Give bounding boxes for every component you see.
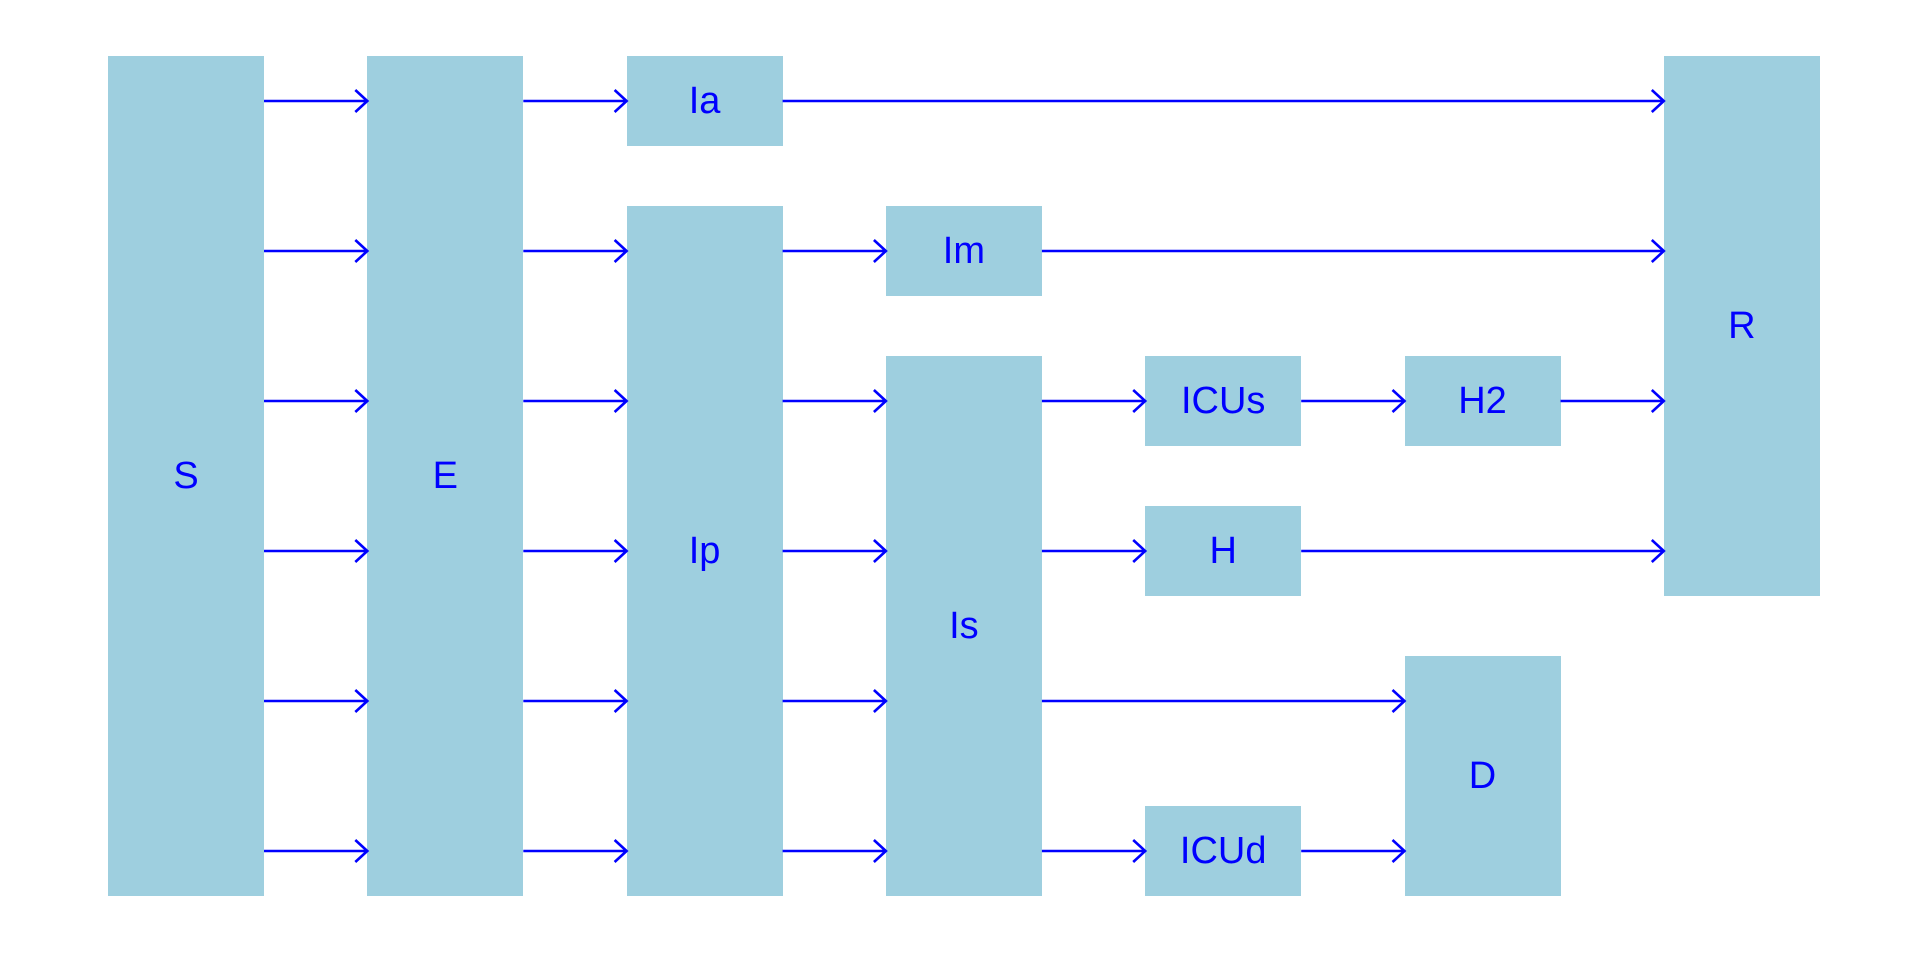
arrow-ip-to-is (782, 689, 888, 713)
arrow-e-to-ip (523, 839, 629, 863)
arrow-icud-to-d (1301, 839, 1407, 863)
arrow-ip-to-im (782, 239, 888, 263)
arrow-s-to-e (264, 89, 370, 113)
compartment-h: H (1145, 506, 1302, 596)
arrow-s-to-e (264, 239, 370, 263)
arrow-e-to-ip (523, 539, 629, 563)
arrow-h-to-r (1301, 539, 1666, 563)
compartment-im: Im (885, 206, 1042, 296)
arrow-ia-to-r (782, 89, 1666, 113)
compartment-s: S (108, 56, 264, 896)
arrow-is-to-h (1041, 539, 1148, 563)
compartment-icus: ICUs (1145, 356, 1302, 446)
arrow-is-to-icus (1041, 389, 1148, 413)
compartment-is: Is (885, 356, 1042, 896)
arrow-s-to-e (264, 389, 370, 413)
arrow-e-to-ip (523, 239, 629, 263)
arrow-h2-to-r (1560, 389, 1666, 413)
arrow-ip-to-is (782, 839, 888, 863)
arrow-e-to-ip (523, 689, 629, 713)
compartment-e: E (367, 56, 524, 896)
arrow-e-to-ia (523, 89, 629, 113)
arrow-is-to-d (1041, 689, 1407, 713)
arrow-s-to-e (264, 539, 370, 563)
arrow-is-to-icud (1041, 839, 1148, 863)
compartment-ia: Ia (626, 56, 783, 146)
arrow-s-to-e (264, 839, 370, 863)
arrow-im-to-r (1041, 239, 1666, 263)
arrow-s-to-e (264, 689, 370, 713)
compartment-r: R (1663, 56, 1820, 596)
arrow-ip-to-is (782, 389, 888, 413)
compartment-ip: Ip (626, 206, 783, 896)
compartment-h2: H2 (1404, 356, 1561, 446)
arrow-icus-to-h2 (1301, 389, 1407, 413)
arrow-ip-to-is (782, 539, 888, 563)
arrow-e-to-ip (523, 389, 629, 413)
compartment-icud: ICUd (1145, 806, 1302, 896)
compartment-d: D (1404, 656, 1561, 896)
